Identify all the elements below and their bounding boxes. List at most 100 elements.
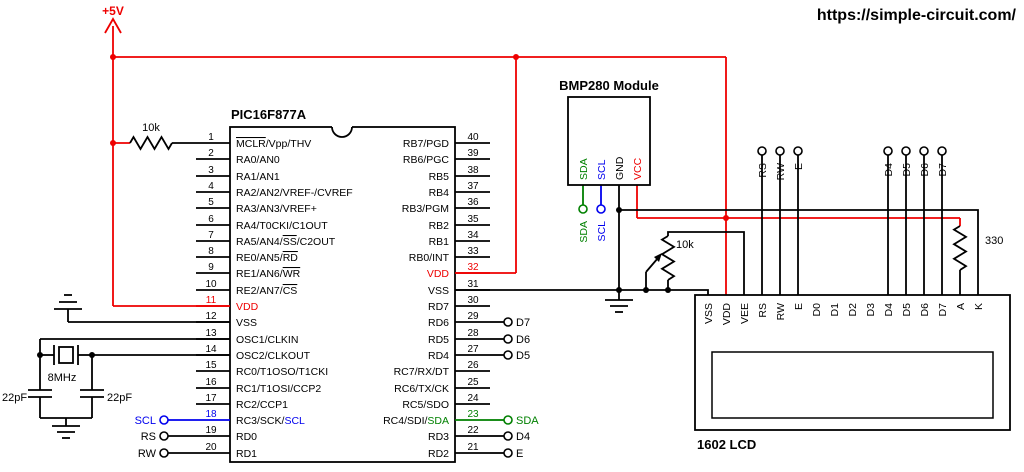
pin-name: RB5 — [429, 171, 450, 183]
lcd-pin-label: D3 — [865, 303, 877, 317]
pin-name: RC4/SDI/SDA — [383, 415, 449, 427]
power-net-wires — [104, 17, 961, 307]
pin-number: 30 — [467, 295, 479, 306]
signal-wires — [28, 135, 979, 439]
pin-name: RC5/SDO — [402, 399, 449, 411]
bmp-title: BMP280 Module — [559, 78, 659, 93]
pin-name: RD5 — [428, 334, 449, 346]
net-connector-circle — [503, 431, 513, 441]
pin-name: VSS — [236, 317, 257, 329]
pin-name: VSS — [428, 285, 449, 297]
pin-number: 33 — [467, 246, 479, 257]
pin-name: RE1/AN6/WR — [236, 268, 301, 280]
lcd-body — [694, 294, 1011, 431]
pin-name: RB4 — [429, 187, 450, 199]
pin-number: 36 — [467, 197, 479, 208]
lcd-pin-label: VSS — [703, 303, 715, 324]
contrast-pot-label: 10k — [676, 239, 694, 251]
pin-name: RD3 — [428, 431, 449, 443]
pin-number: 7 — [208, 230, 214, 241]
pin-number: 17 — [205, 393, 217, 404]
pin-name: RE2/AN7/CS — [236, 285, 297, 297]
net-connector-circle — [503, 350, 513, 360]
supply-label: +5V — [102, 4, 124, 18]
contrast-pot-wiper-arrowhead — [654, 253, 662, 262]
junction-dot — [616, 207, 622, 213]
bmp-sda-connector-circle — [578, 204, 588, 214]
junction-dot — [513, 54, 519, 60]
net-connector-circle — [793, 146, 803, 156]
pin-name: RD6 — [428, 317, 449, 329]
net-connector-circle — [159, 448, 169, 458]
junction-dot — [723, 215, 729, 221]
lcd-pin-label: D7 — [937, 303, 949, 317]
pin-number: 26 — [467, 360, 479, 371]
pin-number: 3 — [208, 165, 214, 176]
lcd-net-label: D5 — [901, 163, 913, 177]
net-connector-circle — [919, 146, 929, 156]
mclr-resistor-label: 10k — [142, 122, 160, 134]
pin-name: OSC2/CLKOUT — [236, 350, 311, 362]
pin-name: MCLR/Vpp/THV — [236, 138, 311, 150]
pin-number: 27 — [467, 344, 479, 355]
pin-number: 12 — [205, 311, 217, 322]
pin-name: RC7/RX/DT — [394, 366, 450, 378]
net-label: E — [516, 448, 523, 460]
pin-number: 22 — [467, 425, 479, 436]
mclr-resistor — [129, 135, 173, 151]
backlight-resistor-label: 330 — [985, 235, 1003, 247]
pin-number: 18 — [205, 409, 217, 420]
lcd-vee-wire — [667, 231, 745, 295]
pin-number: 25 — [467, 377, 479, 388]
pin-number: 16 — [205, 377, 217, 388]
net-connector-circle — [503, 448, 513, 458]
pin-number: 23 — [467, 409, 479, 420]
junction-dot — [643, 287, 649, 293]
pin-name: RC6/TX/CK — [394, 383, 449, 395]
pin-number: 32 — [467, 262, 479, 273]
pin-number: 40 — [467, 132, 479, 143]
pin-name: RB1 — [429, 236, 450, 248]
bmp-net-label: SCL — [596, 221, 608, 242]
pin-name: RD4 — [428, 350, 449, 362]
pin-name: RB7/PGD — [403, 138, 450, 150]
pin-name: RC2/CCP1 — [236, 399, 288, 411]
pin-name: RD1 — [236, 448, 257, 460]
ground-rail — [455, 289, 709, 295]
net-connector-circle — [503, 334, 513, 344]
net-label: D7 — [516, 317, 530, 329]
pin-number: 10 — [205, 279, 217, 290]
pin-name: VDD — [427, 268, 450, 280]
pin-number: 5 — [208, 197, 214, 208]
lcd-net-label: D6 — [919, 163, 931, 177]
bmp-scl-connector-circle — [596, 204, 606, 214]
net-connector-circle — [901, 146, 911, 156]
net-connector-circle — [757, 146, 767, 156]
pin-number: 28 — [467, 328, 479, 339]
lcd-screen — [711, 351, 994, 419]
pin-number: 13 — [205, 328, 217, 339]
pin-number: 29 — [467, 311, 479, 322]
pin-name: RA5/AN4/SS/C2OUT — [236, 236, 336, 248]
bmp-pin-label: GND — [614, 156, 626, 180]
contrast-pot-resistor — [660, 235, 676, 281]
pin-number: 31 — [467, 279, 479, 290]
pin-number: 4 — [208, 181, 214, 192]
bmp-pin-label: SDA — [578, 158, 590, 180]
bmp-module-body — [567, 96, 651, 186]
pin-name: RD7 — [428, 301, 449, 313]
bmp-pin-label: SCL — [596, 159, 608, 180]
mcu-title: PIC16F877A — [231, 107, 307, 122]
lcd-net-label: D7 — [937, 163, 949, 177]
pin-number: 15 — [205, 360, 217, 371]
lcd-net-label: RS — [757, 163, 769, 178]
pin-name: RC0/T1OSO/T1CKI — [236, 366, 328, 378]
pin-name: RD2 — [428, 448, 449, 460]
net-connector-circle — [503, 415, 513, 425]
pin-name: RC3/SCK/SCL — [236, 415, 305, 427]
pin-number: 8 — [208, 246, 214, 257]
pin-number: 21 — [467, 442, 479, 453]
lcd-pin-label: VDD — [721, 303, 733, 326]
pin-number: 14 — [205, 344, 217, 355]
crystal-label: 8MHz — [48, 372, 77, 384]
